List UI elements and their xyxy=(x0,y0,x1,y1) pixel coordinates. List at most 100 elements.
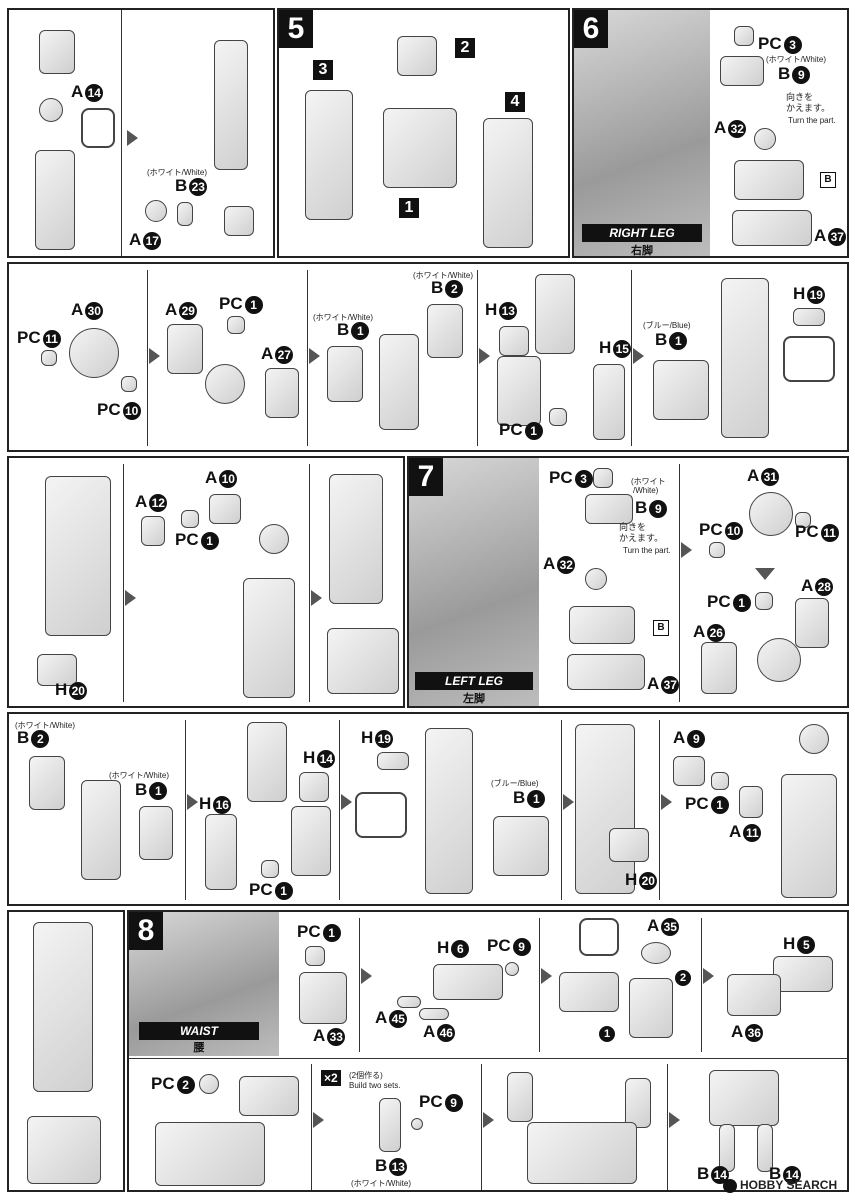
hint-box xyxy=(783,336,835,382)
shin-part-b xyxy=(781,774,837,898)
divider xyxy=(123,464,124,702)
left-arm-part xyxy=(483,118,533,248)
flow-arrow xyxy=(309,348,320,364)
flow-arrow xyxy=(125,590,136,606)
thigh-upper-b xyxy=(247,722,287,802)
divider xyxy=(679,464,680,702)
divider xyxy=(309,464,310,702)
side-armor-left xyxy=(507,1072,533,1122)
flow-arrow xyxy=(661,794,672,810)
part-h13 xyxy=(499,326,529,356)
leg-side-b xyxy=(575,724,635,894)
part-h20 xyxy=(37,654,77,686)
part-pc1-g xyxy=(305,946,325,966)
waist-banner: WAIST xyxy=(139,1022,259,1040)
panel-step5: 5 2 3 4 1 xyxy=(277,8,570,258)
note-white-b2: (ホワイト/White) xyxy=(413,271,473,280)
flow-arrow xyxy=(311,590,322,606)
note-white-b9: (ホワイト/White) xyxy=(766,55,826,64)
flow-arrow xyxy=(633,348,644,364)
left-leg-photo xyxy=(409,458,539,706)
part-a37 xyxy=(732,210,812,246)
turn-note-en-b: Turn the part. xyxy=(623,546,671,555)
part-a11 xyxy=(739,786,763,818)
part-pc10 xyxy=(121,376,137,392)
head-part xyxy=(397,36,437,76)
panel-row5-left xyxy=(7,910,125,1192)
decal-mark: B xyxy=(820,172,836,188)
part-pc11-b xyxy=(795,512,811,528)
leg-assembled xyxy=(721,278,769,438)
leg-part-top xyxy=(39,30,75,74)
step-8-number: 8 xyxy=(129,912,163,950)
step-6-number: 6 xyxy=(574,10,608,48)
part-a36 xyxy=(727,974,781,1016)
part-a31 xyxy=(749,492,793,536)
divider xyxy=(561,720,562,900)
part-a45 xyxy=(397,996,421,1008)
part-b9-b xyxy=(585,494,633,524)
part-a10 xyxy=(209,494,241,524)
part-a29 xyxy=(167,324,203,374)
waist-complete xyxy=(709,1070,779,1126)
part-pc1-b xyxy=(549,408,567,426)
flow-arrow xyxy=(127,130,138,146)
turn-note-jp-b: 向きをかえます。 xyxy=(619,522,664,543)
leg-side xyxy=(45,476,111,636)
part-pc3 xyxy=(734,26,754,46)
ankle-joint xyxy=(259,524,289,554)
divider xyxy=(477,270,478,446)
hint-box-c xyxy=(579,918,619,956)
part-b1-b xyxy=(139,806,173,860)
shin-complete-b xyxy=(33,922,93,1092)
flow-arrow xyxy=(681,542,692,558)
flow-arrow xyxy=(483,1112,494,1128)
divider xyxy=(185,720,186,900)
part-a35 xyxy=(641,942,671,964)
part-b1-blue xyxy=(653,360,709,420)
part-pc1 xyxy=(227,316,245,334)
build-two-badge: ×2 xyxy=(321,1070,341,1086)
note-white-short: (ホワイト xyxy=(631,477,666,486)
leg-lower xyxy=(497,356,541,426)
waist-joint xyxy=(559,972,619,1012)
divider xyxy=(701,918,702,1052)
side-armor-right xyxy=(625,1078,651,1128)
part-a28 xyxy=(795,598,829,648)
right-leg-banner: RIGHT LEG xyxy=(582,224,702,242)
flow-arrow xyxy=(703,968,714,984)
row-separator xyxy=(129,1058,847,1059)
part-pc11 xyxy=(41,350,57,366)
right-leg-banner-jp: 右脚 xyxy=(631,245,653,257)
build-two-en: Build two sets. xyxy=(349,1081,401,1090)
waist-banner-jp: 腰 xyxy=(193,1042,205,1054)
